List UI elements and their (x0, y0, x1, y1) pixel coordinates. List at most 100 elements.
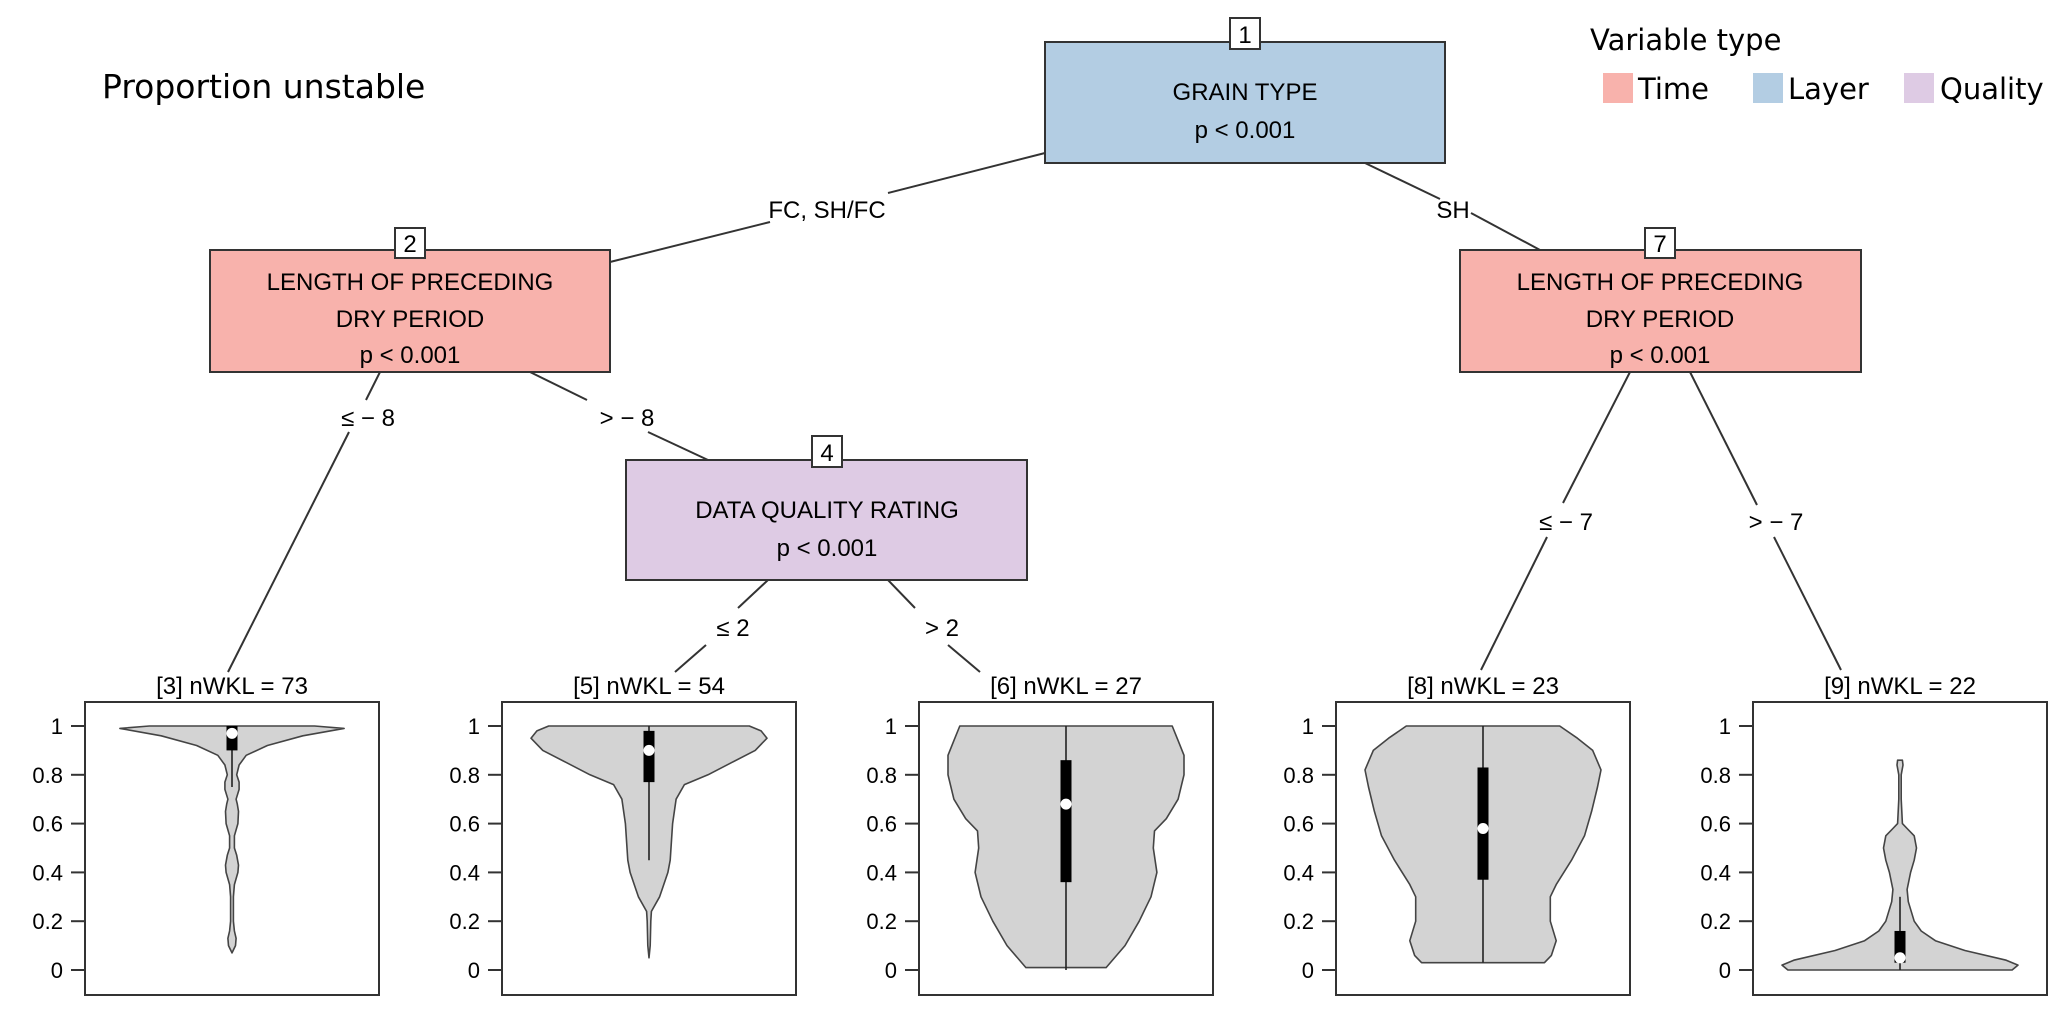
node-id: 4 (820, 440, 833, 467)
y-tick-label: 0.2 (449, 909, 480, 934)
y-tick-label: 0.8 (449, 763, 480, 788)
y-tick-label: 0.4 (866, 860, 897, 885)
edge-label-1-2: FC, SH/FC (768, 197, 885, 224)
edge-1-7-lower (1470, 212, 1541, 251)
node-id: 1 (1238, 22, 1251, 49)
edge-7-8-upper (1562, 371, 1631, 504)
legend-label-quality: Quality (1940, 72, 2044, 106)
edge-2-4-upper (529, 371, 588, 401)
edge-label-4-5: ≤ 2 (716, 615, 749, 642)
node-pvalue: p < 0.001 (777, 535, 878, 562)
y-tick-label: 0.6 (1700, 812, 1731, 837)
legend-label-layer: Layer (1788, 72, 1869, 106)
y-tick-label: 0.6 (449, 812, 480, 837)
violin-median-point (1894, 952, 1906, 964)
y-tick-label: 0.8 (866, 763, 897, 788)
y-tick-label: 0 (1302, 958, 1314, 983)
legend: Variable type Time Layer Quality (1590, 23, 2044, 106)
edge-4-6-upper (887, 579, 916, 609)
node-box-data-quality (625, 459, 1028, 581)
edge-2-3-lower (227, 431, 350, 673)
y-tick-label: 0.2 (866, 909, 897, 934)
y-tick-label: 0.8 (1283, 763, 1314, 788)
y-tick-label: 0.2 (1700, 909, 1731, 934)
leaf-label: [5] nWKL = 54 (573, 673, 725, 700)
edge-label-7-8: ≤ − 7 (1539, 509, 1593, 536)
edge-2-4-lower (647, 431, 709, 461)
edge-label-2-3: ≤ − 8 (341, 405, 395, 432)
violin-iqr-box (1060, 760, 1072, 883)
y-tick-label: 0.2 (1283, 909, 1314, 934)
edge-label-2-4: > − 8 (600, 405, 655, 432)
y-tick-label: 0.4 (32, 860, 63, 885)
edge-7-9-upper (1689, 371, 1758, 506)
figure-title: Proportion unstable (102, 67, 425, 106)
node-id-box (811, 435, 843, 468)
node-variable-line1: LENGTH OF PRECEDING (1517, 269, 1804, 296)
tree-node-1: GRAIN TYPE p < 0.001 1 (1044, 17, 1446, 164)
edge-labels: FC, SH/FC SH ≤ − 8 > − 8 ≤ 2 > 2 ≤ − 7 >… (341, 197, 1803, 642)
leaf-panel-9: [9] nWKL = 22 0 0.2 0.4 0.6 0.8 1 (1700, 673, 2048, 996)
y-tick-label: 0.4 (449, 860, 480, 885)
node-variable: GRAIN TYPE (1173, 79, 1318, 106)
y-tick-label: 0.4 (1700, 860, 1731, 885)
edge-4-6-lower (947, 644, 981, 673)
leaf-label: [9] nWKL = 22 (1824, 673, 1976, 700)
node-variable-line1: LENGTH OF PRECEDING (267, 269, 554, 296)
edge-label-7-9: > − 7 (1749, 509, 1804, 536)
leaf-label: [3] nWKL = 73 (156, 673, 308, 700)
legend-title: Variable type (1590, 23, 1781, 57)
tree-node-2: LENGTH OF PRECEDING DRY PERIOD p < 0.001… (209, 227, 611, 373)
node-pvalue: p < 0.001 (360, 342, 461, 369)
edge-1-2-lower (609, 221, 771, 263)
leaf-panel-8: [8] nWKL = 23 0 0.2 0.4 0.6 0.8 1 (1283, 673, 1631, 996)
node-id-box (394, 227, 426, 259)
tree-edges (227, 152, 1842, 673)
legend-swatch-time (1603, 73, 1633, 103)
node-id-box (1229, 17, 1261, 50)
y-tick-label: 0 (51, 958, 63, 983)
y-tick-label: 0.6 (32, 812, 63, 837)
legend-label-time: Time (1637, 72, 1709, 106)
leaf-panel-5: [5] nWKL = 54 0 0.2 0.4 0.6 0.8 1 (449, 673, 797, 996)
violin-median-point (643, 744, 655, 756)
leaf-label: [6] nWKL = 27 (990, 673, 1142, 700)
tree-node-7: LENGTH OF PRECEDING DRY PERIOD p < 0.001… (1459, 227, 1862, 373)
leaf-label: [8] nWKL = 23 (1407, 673, 1559, 700)
edge-7-8-lower (1480, 536, 1548, 671)
y-tick-label: 0.2 (32, 909, 63, 934)
y-tick-label: 0.8 (1700, 763, 1731, 788)
node-box-grain-type (1044, 41, 1446, 164)
y-tick-label: 0 (885, 958, 897, 983)
node-box-dry-period (1459, 249, 1862, 373)
edge-1-7-upper (1364, 162, 1441, 200)
node-id: 7 (1653, 231, 1666, 258)
edge-7-9-lower (1773, 536, 1842, 671)
y-tick-label: 1 (1719, 714, 1731, 739)
edge-label-4-6: > 2 (925, 615, 959, 642)
edge-4-5-upper (737, 579, 769, 609)
edge-1-2-upper (887, 152, 1046, 194)
y-tick-label: 0 (468, 958, 480, 983)
node-id-box (1644, 227, 1676, 259)
violin-median-point (1060, 798, 1072, 810)
violin-iqr-box (1894, 930, 1906, 963)
legend-swatch-layer (1753, 73, 1783, 103)
y-tick-label: 0 (1719, 958, 1731, 983)
y-tick-label: 1 (468, 714, 480, 739)
node-variable: DATA QUALITY RATING (695, 497, 959, 524)
edge-2-3-upper (365, 371, 381, 401)
y-tick-label: 1 (51, 714, 63, 739)
violin-median-point (1477, 822, 1489, 834)
violin-shape (1781, 759, 2019, 971)
y-tick-label: 0.4 (1283, 860, 1314, 885)
node-pvalue: p < 0.001 (1610, 342, 1711, 369)
tree-node-4: DATA QUALITY RATING p < 0.001 4 (625, 435, 1028, 581)
violin-median-point (226, 727, 238, 739)
y-tick-label: 1 (1302, 714, 1314, 739)
node-id: 2 (403, 231, 416, 258)
legend-swatch-quality (1904, 73, 1934, 103)
y-tick-label: 0.6 (1283, 812, 1314, 837)
